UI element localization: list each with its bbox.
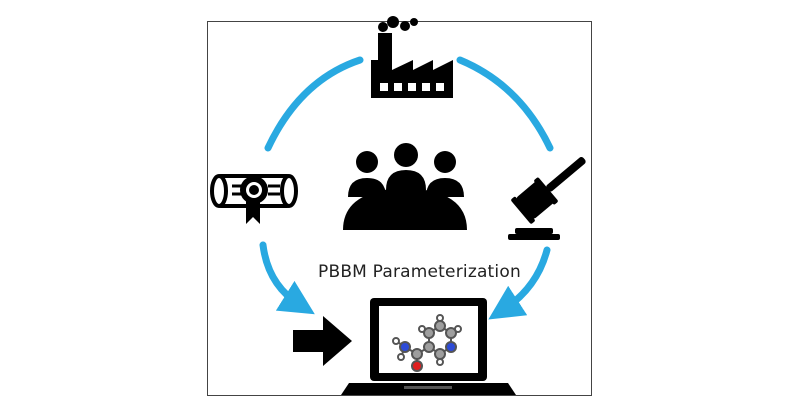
cycle-arc-top-left	[264, 56, 364, 152]
gavel-icon	[508, 157, 586, 240]
factory-icon	[371, 16, 453, 98]
cycle-arc-bottom-left	[259, 241, 315, 315]
certificate-icon	[210, 174, 298, 224]
input-arrow-icon	[293, 316, 352, 366]
cycle-arc-top-right	[456, 56, 554, 152]
cycle-arc-bottom-right	[488, 246, 551, 320]
meeting-icon	[343, 143, 467, 230]
caption-label: PBBM Parameterization	[318, 262, 521, 282]
molecule-icon	[392, 314, 462, 372]
